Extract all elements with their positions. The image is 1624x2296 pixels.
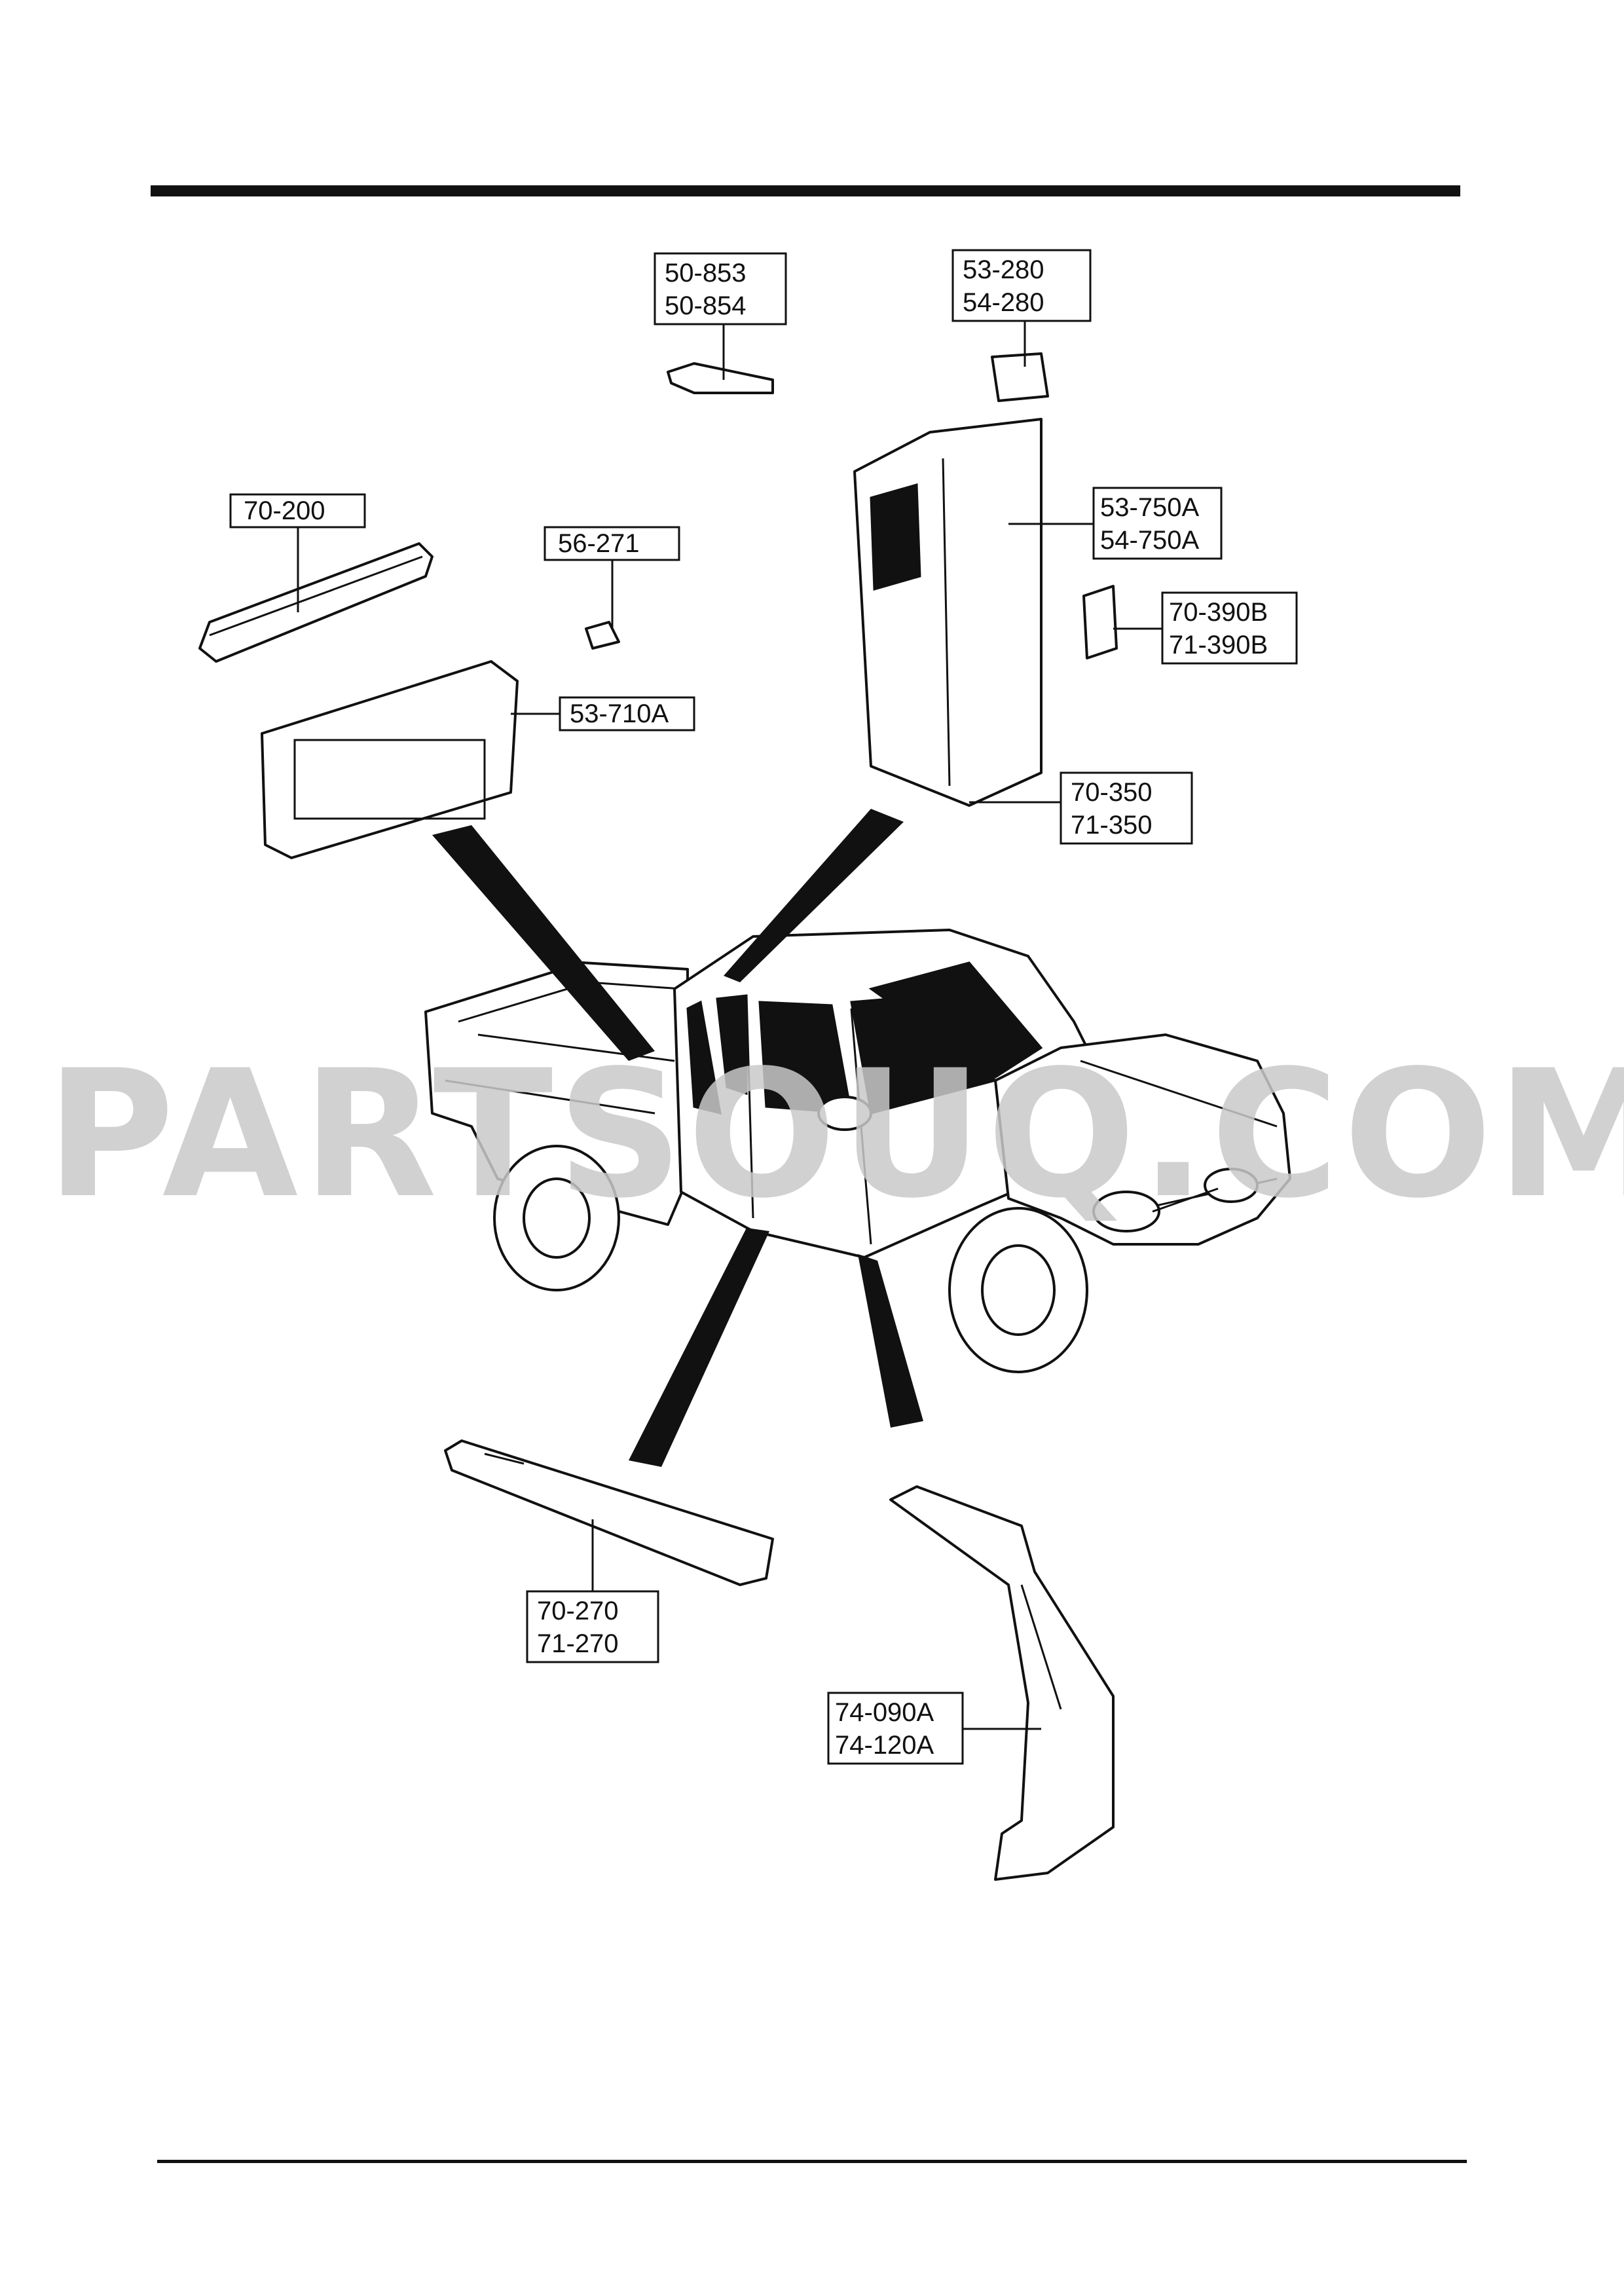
header-rule (151, 185, 1460, 196)
pointer-pillar-wedge (858, 1254, 923, 1428)
watermark-text: PARTSOUQ.COM (46, 1033, 1624, 1237)
part-rail-clip (667, 362, 774, 394)
callout-70-270: 70-270 71-270 (526, 1590, 659, 1663)
callout-50-853: 50-853 50-854 (654, 252, 787, 325)
footer-rule (157, 2160, 1467, 2163)
callout-line: 71-270 (537, 1629, 619, 1658)
callout-line: 53-280 (963, 255, 1044, 284)
callout-70-390B: 70-390B 71-390B (1161, 591, 1298, 665)
callout-56-271: 56-271 (544, 526, 680, 561)
part-bed-rail (198, 542, 434, 663)
pointer-bed-wedge (432, 825, 655, 1061)
callout-line: 70-390B (1169, 598, 1268, 627)
part-pillar (889, 1485, 1115, 1881)
callout-line: 71-390B (1169, 631, 1268, 659)
callout-line: 56-271 (558, 529, 640, 558)
callout-53-280: 53-280 54-280 (951, 249, 1092, 322)
callout-74-090A: 74-090A 74-120A (827, 1692, 964, 1765)
callout-line: 50-854 (665, 291, 747, 320)
callout-line: 54-280 (963, 288, 1044, 317)
callout-line: 54-750A (1100, 526, 1200, 555)
pointer-cab-wedge (724, 809, 904, 982)
truck-illustration (424, 929, 1291, 1373)
pointer-sill-wedge (629, 1228, 769, 1467)
part-inner-panel (853, 418, 1043, 807)
callout-53-710A: 53-710A (559, 696, 695, 731)
callout-line: 74-120A (835, 1731, 934, 1760)
part-back-panel (261, 660, 519, 859)
callout-line: 53-750A (1100, 493, 1200, 522)
callout-70-350: 70-350 71-350 (1060, 771, 1193, 845)
callout-line: 74-090A (835, 1698, 934, 1727)
callout-line: 53-710A (570, 699, 669, 728)
part-side-bracket (1082, 585, 1118, 659)
callout-line: 71-350 (1071, 811, 1153, 840)
part-clip (585, 621, 620, 650)
callout-line: 50-853 (665, 259, 747, 287)
callout-70-200: 70-200 (229, 493, 366, 528)
callout-line: 70-270 (537, 1597, 619, 1625)
callout-line: 70-200 (244, 496, 325, 525)
callout-line: 70-350 (1071, 778, 1153, 807)
part-sill (444, 1439, 774, 1586)
callout-53-750A: 53-750A 54-750A (1092, 487, 1223, 560)
part-small-bracket (991, 352, 1049, 402)
